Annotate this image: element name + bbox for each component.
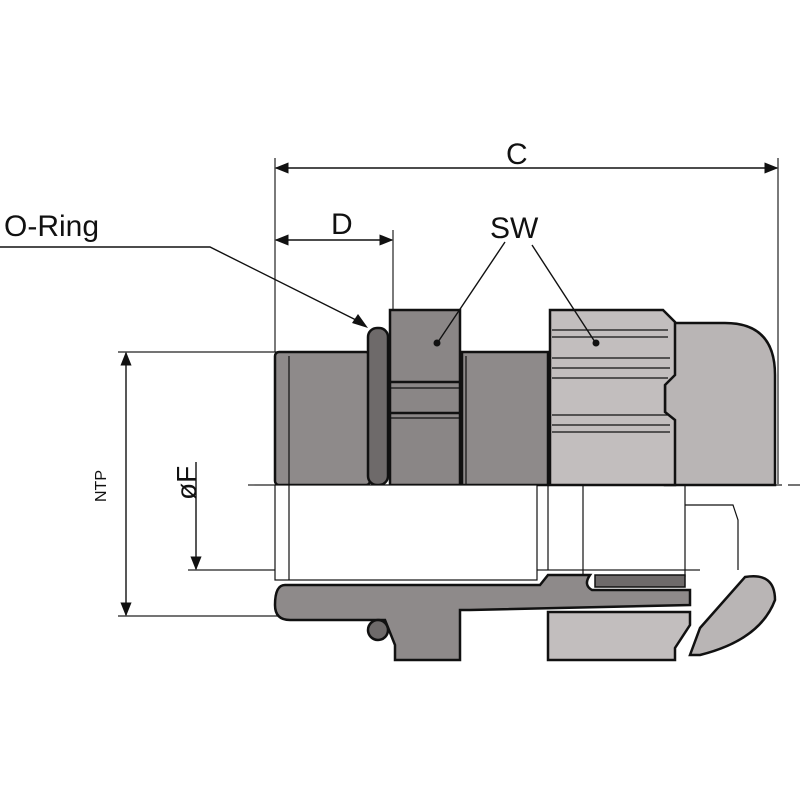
- o-ring-lower: [366, 618, 390, 642]
- leader-lines: [0, 241, 596, 343]
- gland-upper-half: [273, 308, 777, 487]
- dimension-c-label: C: [506, 138, 528, 171]
- bore: [274, 484, 538, 581]
- sw-dot-cap: [592, 339, 600, 347]
- middle-body: [460, 350, 550, 487]
- o-ring-label: O-Ring: [4, 210, 99, 243]
- seal-insert: [594, 574, 686, 588]
- dome-lower: [688, 575, 777, 657]
- cap-nut-ribs: [552, 329, 670, 433]
- body-lower: [273, 573, 692, 662]
- body-hex: [388, 308, 462, 487]
- o-ring-upper: [366, 326, 390, 487]
- dimension-d-label: D: [331, 208, 353, 241]
- dimension-arrows: [120, 162, 779, 617]
- o-ring-leader: [0, 246, 361, 323]
- sw-dot-hex: [433, 339, 441, 347]
- cap-nut: [548, 308, 677, 487]
- o-ring-arrowhead: [352, 314, 368, 328]
- ntp-label: NTP: [93, 470, 110, 502]
- dome-cap: [663, 321, 777, 487]
- f-diameter-label: øF: [171, 466, 202, 500]
- cap-nut-lower: [546, 610, 692, 662]
- sw-label: SW: [490, 212, 539, 245]
- gland-lower-half: [273, 484, 777, 662]
